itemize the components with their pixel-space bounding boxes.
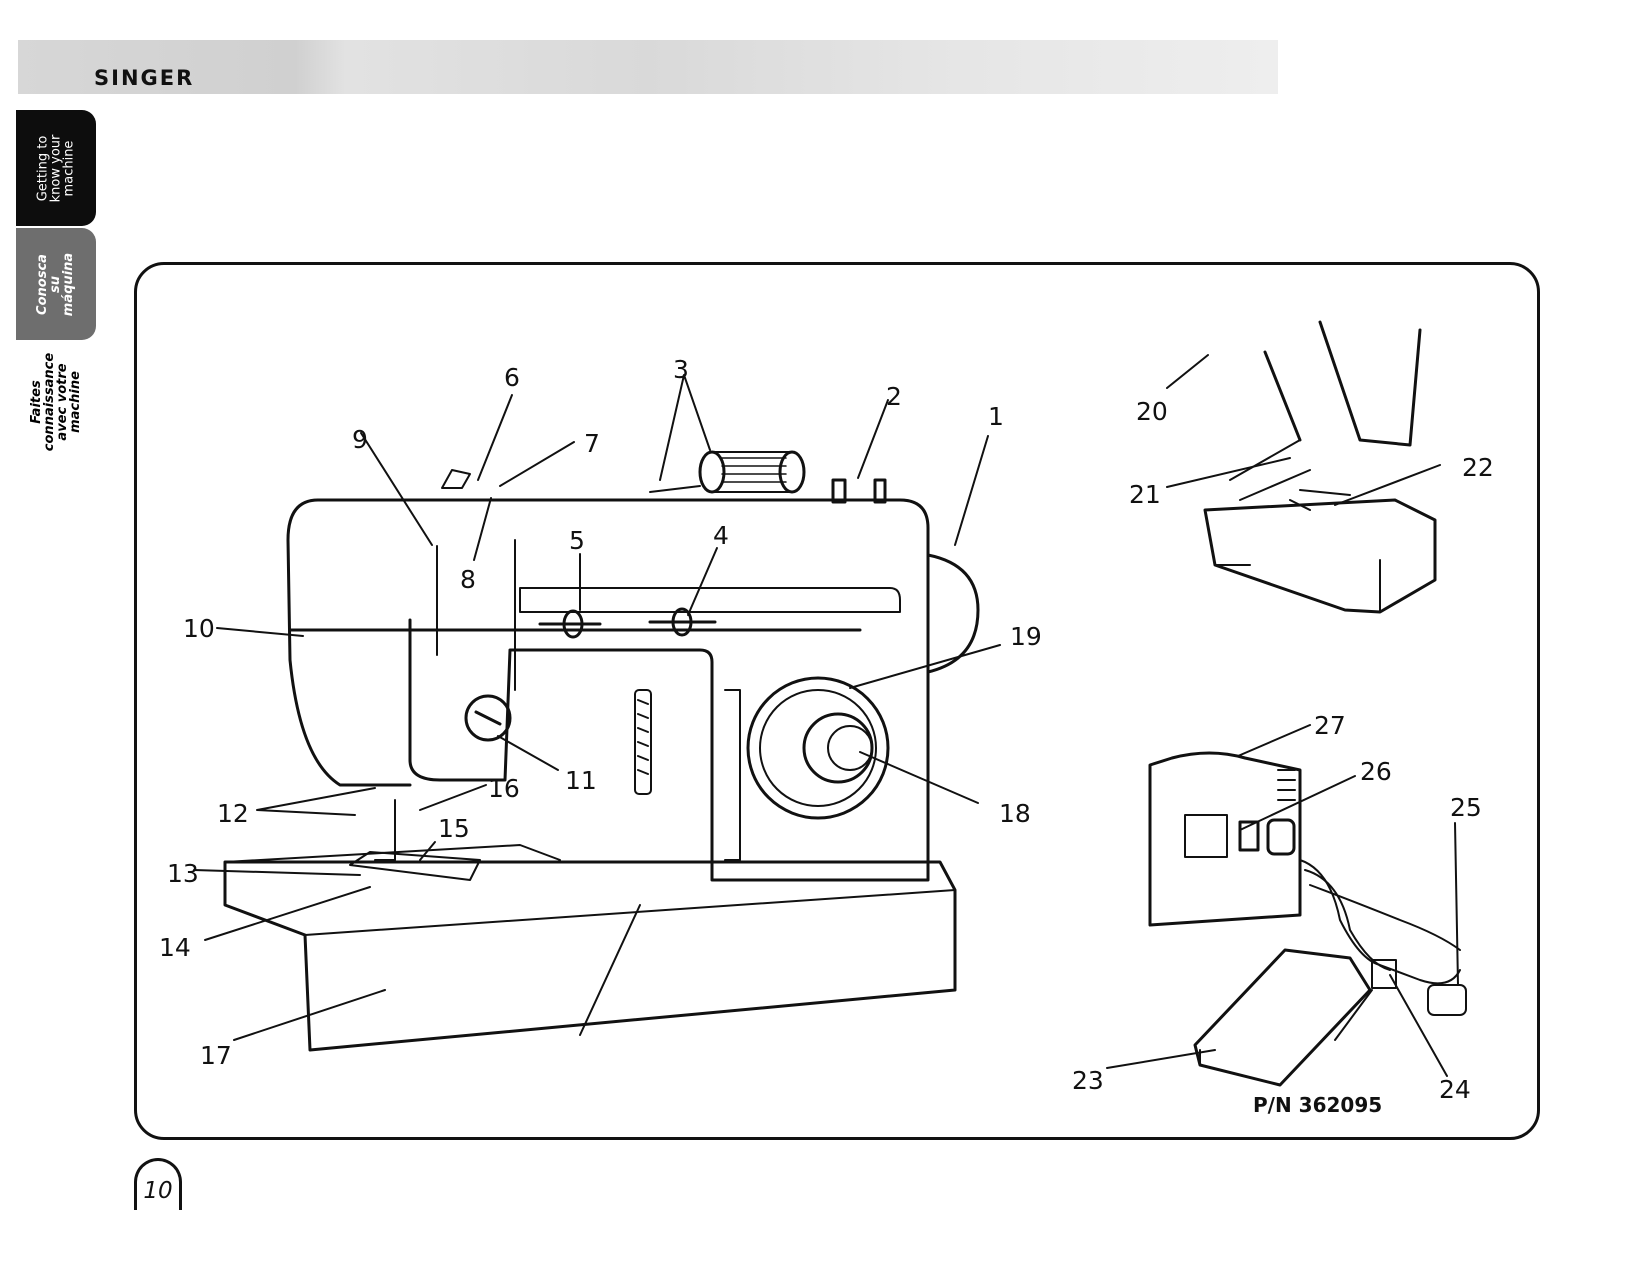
callout-9: 9 bbox=[352, 425, 368, 454]
machine-body bbox=[223, 469, 980, 1052]
tab-spanish[interactable]: Conosca su máquina bbox=[16, 228, 96, 340]
leader-lines bbox=[193, 354, 1459, 1077]
part-number: P/N 362095 bbox=[1253, 1093, 1382, 1117]
inset-presser-foot bbox=[1203, 320, 1437, 614]
power-cord bbox=[1299, 859, 1467, 1041]
page-number-text: 10 bbox=[143, 1177, 173, 1204]
bobbin-winder bbox=[831, 478, 887, 504]
callout-13: 13 bbox=[167, 859, 199, 888]
callout-22: 22 bbox=[1462, 453, 1494, 482]
tab-french[interactable]: Faites connaissance avec votre machine bbox=[16, 342, 96, 462]
stitch-window bbox=[634, 689, 652, 795]
callout-6: 6 bbox=[504, 363, 520, 392]
callout-7: 7 bbox=[584, 429, 600, 458]
brand-logo: SINGER bbox=[94, 66, 195, 90]
callout-20: 20 bbox=[1136, 397, 1168, 426]
callout-24: 24 bbox=[1439, 1075, 1471, 1104]
diagram-frame bbox=[134, 262, 1540, 1140]
callout-23: 23 bbox=[1072, 1066, 1104, 1095]
callout-2: 2 bbox=[886, 382, 902, 411]
callout-16: 16 bbox=[488, 774, 520, 803]
callout-18: 18 bbox=[999, 799, 1031, 828]
callout-19: 19 bbox=[1010, 622, 1042, 651]
tab-english[interactable]: Getting to know your machine bbox=[16, 110, 96, 226]
callout-1: 1 bbox=[988, 402, 1004, 431]
callout-5: 5 bbox=[569, 526, 585, 555]
callout-4: 4 bbox=[713, 521, 729, 550]
callout-26: 26 bbox=[1360, 757, 1392, 786]
callout-12: 12 bbox=[217, 799, 249, 828]
callout-17: 17 bbox=[200, 1041, 232, 1070]
thread-spool bbox=[649, 450, 806, 494]
callout-3: 3 bbox=[673, 355, 689, 384]
callout-15: 15 bbox=[438, 814, 470, 843]
callout-labels: 1 2 3 4 5 6 7 8 9 10 11 12 13 14 15 16 1… bbox=[159, 355, 1494, 1117]
inset-power-panel bbox=[1148, 751, 1302, 927]
foot-pedal bbox=[1193, 948, 1372, 1087]
callout-25: 25 bbox=[1450, 793, 1482, 822]
stitch-dial bbox=[464, 694, 512, 742]
tension-knobs bbox=[538, 607, 717, 639]
callout-21: 21 bbox=[1129, 480, 1161, 509]
callout-8: 8 bbox=[460, 565, 476, 594]
header-band bbox=[18, 40, 1278, 94]
page-number: 10 bbox=[134, 1158, 182, 1210]
handwheel bbox=[746, 676, 890, 820]
callout-11: 11 bbox=[565, 766, 597, 795]
callout-10: 10 bbox=[183, 614, 215, 643]
callout-27: 27 bbox=[1314, 711, 1346, 740]
callout-14: 14 bbox=[159, 933, 191, 962]
